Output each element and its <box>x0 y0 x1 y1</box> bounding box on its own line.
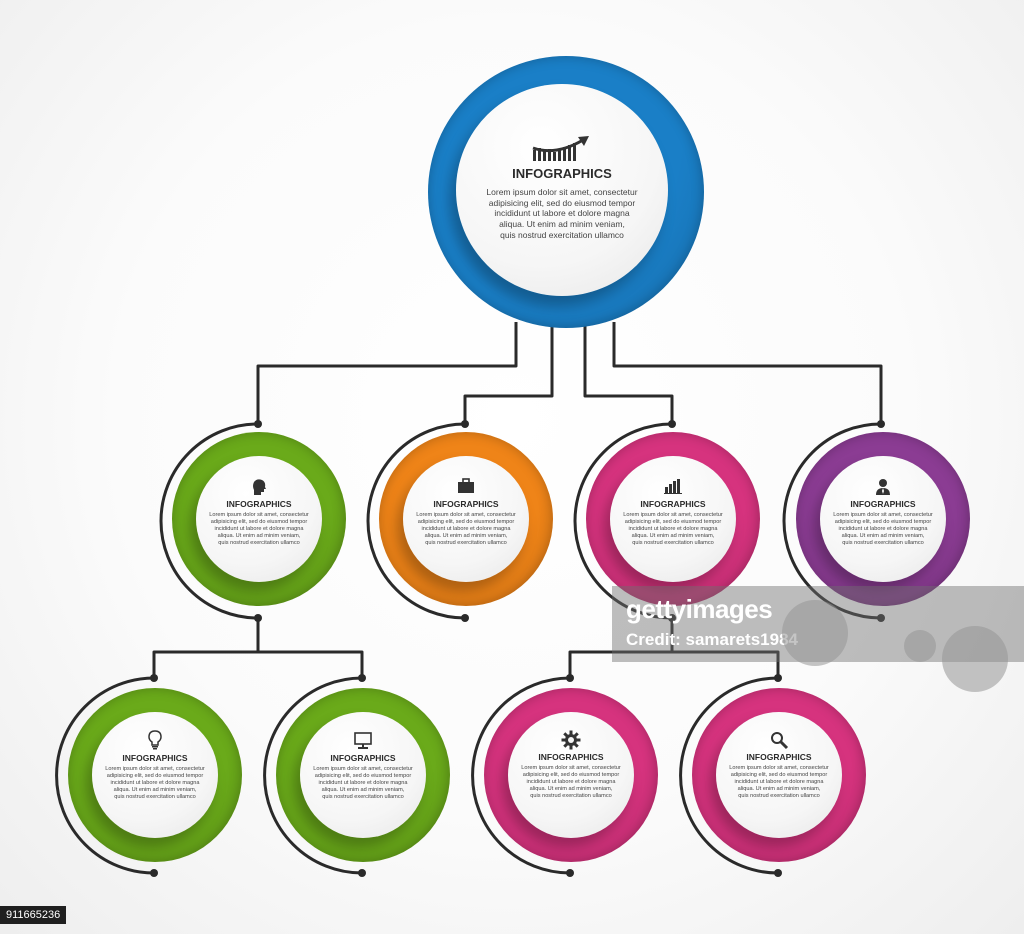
joint-dot <box>668 614 676 622</box>
node-disc: INFOGRAPHICS Lorem ipsum dolor sit amet,… <box>508 712 634 838</box>
node-level2-1: INFOGRAPHICS Lorem ipsum dolor sit amet,… <box>68 688 242 862</box>
node-level2-2: INFOGRAPHICS Lorem ipsum dolor sit amet,… <box>276 688 450 862</box>
joint-dot <box>566 674 574 682</box>
arc-node1 <box>159 422 259 620</box>
watermark-circle <box>904 630 936 662</box>
watermark-banner: gettyimages Credit: samarets1984 <box>612 586 1024 692</box>
joint-dot <box>774 869 782 877</box>
root-title: INFOGRAPHICS <box>512 166 612 181</box>
watermark-circle <box>782 600 848 666</box>
connector-root-to-node1 <box>256 322 518 424</box>
monitor-icon <box>354 732 372 749</box>
node-disc: INFOGRAPHICS Lorem ipsum dolor sit amet,… <box>92 712 218 838</box>
lightbulb-icon <box>148 730 162 750</box>
node-title: INFOGRAPHICS <box>330 753 396 763</box>
bar-chart-icon <box>664 479 682 494</box>
node-disc: INFOGRAPHICS Lorem ipsum dolor sit amet,… <box>196 456 322 582</box>
node-title: INFOGRAPHICS <box>746 752 812 762</box>
node-disc: INFOGRAPHICS Lorem ipsum dolor sit amet,… <box>403 456 529 582</box>
joint-dot <box>254 614 262 622</box>
node-title: INFOGRAPHICS <box>122 753 188 763</box>
arc-node4 <box>782 422 882 620</box>
root-disc: INFOGRAPHICS Lorem ipsum dolor sit amet,… <box>456 84 668 296</box>
node-level1-4: INFOGRAPHICS Lorem ipsum dolor sit amet,… <box>796 432 970 606</box>
node-disc: INFOGRAPHICS Lorem ipsum dolor sit amet,… <box>610 456 736 582</box>
arc-child1 <box>55 676 155 875</box>
node-title: INFOGRAPHICS <box>538 752 604 762</box>
joint-dot <box>358 869 366 877</box>
arc-child4 <box>679 676 779 875</box>
magnifier-icon <box>771 732 789 750</box>
connector-node3-to-children <box>568 618 780 678</box>
joint-dot <box>774 674 782 682</box>
root-body: Lorem ipsum dolor sit amet, consectetur … <box>486 187 638 240</box>
watermark-logo: gettyimages <box>626 594 773 624</box>
joint-dot <box>461 420 469 428</box>
gear-icon <box>561 730 581 750</box>
node-level2-3: INFOGRAPHICS Lorem ipsum dolor sit amet,… <box>484 688 658 862</box>
joint-dot <box>566 869 574 877</box>
joint-dot <box>150 674 158 682</box>
connector-root-to-node3 <box>583 322 674 424</box>
user-icon <box>876 479 890 495</box>
node-disc: INFOGRAPHICS Lorem ipsum dolor sit amet,… <box>716 712 842 838</box>
growth-chart-icon <box>532 136 589 161</box>
connector-node1-to-children <box>152 618 364 678</box>
joint-dot <box>877 420 885 428</box>
connector-root-to-node4 <box>612 322 883 424</box>
arc-node2 <box>366 422 466 620</box>
node-level1-3: INFOGRAPHICS Lorem ipsum dolor sit amet,… <box>586 432 760 606</box>
node-level1-2: INFOGRAPHICS Lorem ipsum dolor sit amet,… <box>379 432 553 606</box>
arc-child3 <box>471 676 571 875</box>
watermark-circle <box>942 626 1008 692</box>
briefcase-icon <box>458 478 474 493</box>
root-node: INFOGRAPHICS Lorem ipsum dolor sit amet,… <box>428 56 704 328</box>
image-id-label: 911665236 <box>0 906 67 924</box>
node-level1-1: INFOGRAPHICS Lorem ipsum dolor sit amet,… <box>172 432 346 606</box>
joint-dot <box>358 674 366 682</box>
arc-node3 <box>573 422 673 620</box>
joint-dot <box>461 614 469 622</box>
node-title: INFOGRAPHICS <box>433 499 499 509</box>
node-title: INFOGRAPHICS <box>850 499 916 509</box>
node-disc: INFOGRAPHICS Lorem ipsum dolor sit amet,… <box>300 712 426 838</box>
node-disc: INFOGRAPHICS Lorem ipsum dolor sit amet,… <box>820 456 946 582</box>
watermark-credit: Credit: samarets1984 <box>626 630 798 649</box>
joint-dot <box>668 420 676 428</box>
person-head-icon <box>253 479 266 495</box>
joint-dot <box>877 614 885 622</box>
node-title: INFOGRAPHICS <box>640 499 706 509</box>
node-level2-4: INFOGRAPHICS Lorem ipsum dolor sit amet,… <box>692 688 866 862</box>
arc-child2 <box>263 676 363 875</box>
joint-dot <box>150 869 158 877</box>
node-title: INFOGRAPHICS <box>226 499 292 509</box>
joint-dot <box>254 420 262 428</box>
connector-root-to-node2 <box>463 322 554 424</box>
